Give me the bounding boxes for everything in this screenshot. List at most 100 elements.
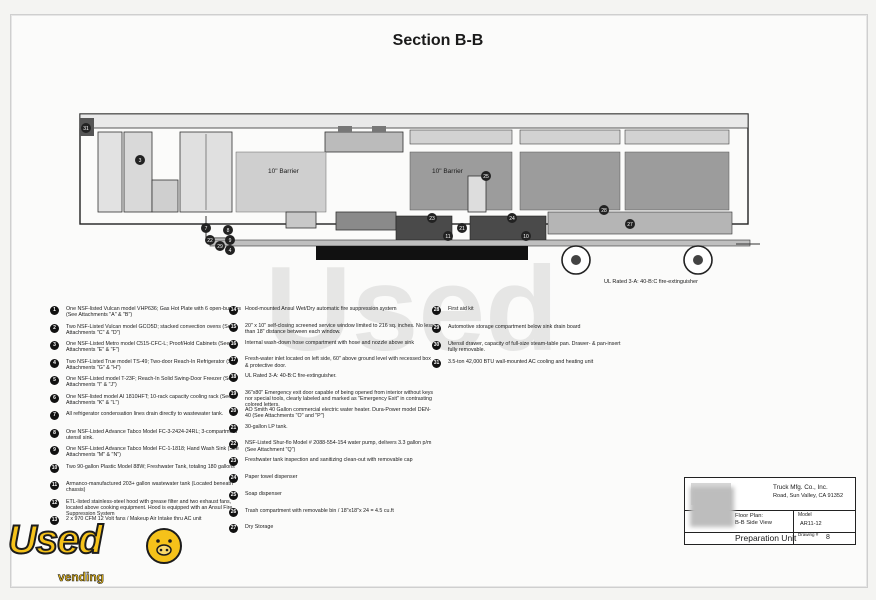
callout-4: 4 [225,245,235,255]
used-vending-watermark: Used vending [0,517,190,598]
legend-number-badge: 4 [50,358,59,368]
legend-text: Armanco-manufactured 203+ gallon wastewa… [66,481,233,494]
callout-11: 11 [443,231,453,241]
watermark-sub: vending [58,570,105,585]
company-name: Truck Mfg. Co., Inc. [773,484,828,491]
legend-number-badge: 5 [50,376,59,385]
exhaust-fan-right [372,126,386,132]
svg-text:24: 24 [509,216,515,222]
drawing-cell: Drawing # 8 [793,532,856,544]
legend-text: First aid kit [448,306,474,312]
cooling-rack [151,179,179,213]
drawing-value: 8 [826,534,830,541]
upper-cabinet-3 [624,129,730,145]
legend-text: Two NSF-Listed Vulcan model GCO5D; stack… [66,323,234,336]
legend-number-badge: 13 [50,516,59,525]
callout-7: 7 [201,223,211,233]
legend-number-badge: 30 [432,341,441,350]
callout-28: 28 [599,205,609,215]
svg-text:Used: Used [265,242,558,376]
pig-icon [146,528,182,564]
callout-31: 31 [81,123,91,133]
section-title: Section B-B [392,32,484,49]
ul-note: UL Rated 3-A: 40-B:C fire-extinguisher [604,279,698,285]
roof-line [79,113,749,129]
svg-text:27: 27 [627,222,633,228]
floor-plan-value: B-B Side View [735,520,772,526]
legend-number-badge: 20 [229,406,238,416]
svg-text:29: 29 [217,244,223,250]
legend-text: Trash compartment with removable bin / 1… [245,507,394,514]
legend-number-badge: 25 [229,490,238,500]
legend-text: Fresh-water inlet located on left side, … [245,356,431,369]
legend-number-badge: 9 [50,446,59,455]
callout-23: 23 [427,213,437,223]
ghost-watermark: Used [265,242,558,376]
redaction-blur [690,487,734,527]
callout-22: 22 [205,235,215,245]
legend-number-badge: 6 [50,393,59,403]
legend-text: ETL-listed stainless-steel hood with gre… [66,498,233,517]
legend-text: Utensil drawer, capacity of full-size st… [448,341,621,354]
proof-cabinet [123,131,153,213]
legend-number-badge: 24 [229,474,238,483]
exhaust-fan-left [338,126,352,132]
legend-text: All refrigerator condensation lines drai… [66,411,224,417]
wall-panel-2 [409,151,513,211]
legend-number-badge: 16 [229,339,238,349]
wall-panel-1 [235,151,327,213]
callout-27: 27 [625,219,635,229]
callout-9: 9 [225,235,235,245]
model-value: AR11-12 [800,521,822,527]
legend-number-badge: 18 [229,373,238,383]
wheel-rear [683,245,713,275]
drawing-label: Drawing # [798,532,819,537]
legend-text: Soap dispenser [245,490,282,497]
company-address: Road, Sun Valley, CA 91352 [773,493,844,499]
wheel-front [561,245,591,275]
callout-25: 25 [481,171,491,181]
legend-number-badge: 10 [50,463,59,473]
legend-text: 36"x80" Emergency exit door capable of b… [245,390,434,409]
legend-text: One NSF-Listed Metro model C515-CFC-L; P… [66,341,230,354]
convection-ovens [335,211,397,231]
floor-plan-label: Floor Plan: [735,513,764,519]
callout-8: 8 [223,225,233,235]
title-block-plan: Floor Plan: B-B Side View Model AR11-12 [685,510,855,533]
legend-number-badge: 3 [50,341,59,350]
legend-number-badge: 26 [229,507,238,517]
legend-number-badge: 8 [50,428,59,438]
legend-number-badge: 27 [229,524,238,534]
exhaust-hood [324,131,404,153]
legend-text: 3.5-ton 42,000 BTU wall-mounted AC cooli… [448,358,594,365]
floor-plan: Floor Plan: B-B Side View [735,513,772,527]
legend-number-badge: 22 [229,440,238,450]
legend-text: One NSF-Listed Advance Tabco Model FC-3-… [66,428,237,441]
svg-text:9: 9 [229,238,232,244]
water-heater [467,175,487,213]
legend-text: AO Smith 40 Gallon commercial electric w… [245,406,431,419]
legend-text: NSF-Listed Shur-flo Model # 2088-554-154… [245,440,432,453]
watermark-brand: Used [7,517,104,563]
callout-21: 21 [457,223,467,233]
callout-10: 10 [521,231,531,241]
legend-text: Internal wash-down hose compartment with… [245,339,415,346]
callout-24: 24 [507,213,517,223]
legend-number-badge: 17 [229,356,238,366]
chassis [209,239,751,247]
legend-text: Two NSF-Listed True model TS-49; Two-doo… [66,358,238,371]
callout-group: 31 3 4 7 8 9 21 22 25 23 24 11 10 27 28 29 [81,123,635,255]
lower-counter-1 [395,215,453,241]
legend-text: 20" x 10" self-closing screened service … [245,322,434,335]
svg-text:21: 21 [459,226,465,232]
legend-text: Automotive storage compartment below sin… [448,323,581,330]
legend-text: 30-gallon LP tank. [245,423,288,430]
upper-cabinet-1 [409,129,513,145]
dry-storage [547,211,733,235]
callout-3: 3 [135,155,145,165]
svg-text:28: 28 [601,208,607,214]
legend-text: Dry Storage [245,524,274,531]
title-block-unit: Preparation Unit Drawing # 8 [685,532,855,544]
model-label: Model [798,512,812,518]
